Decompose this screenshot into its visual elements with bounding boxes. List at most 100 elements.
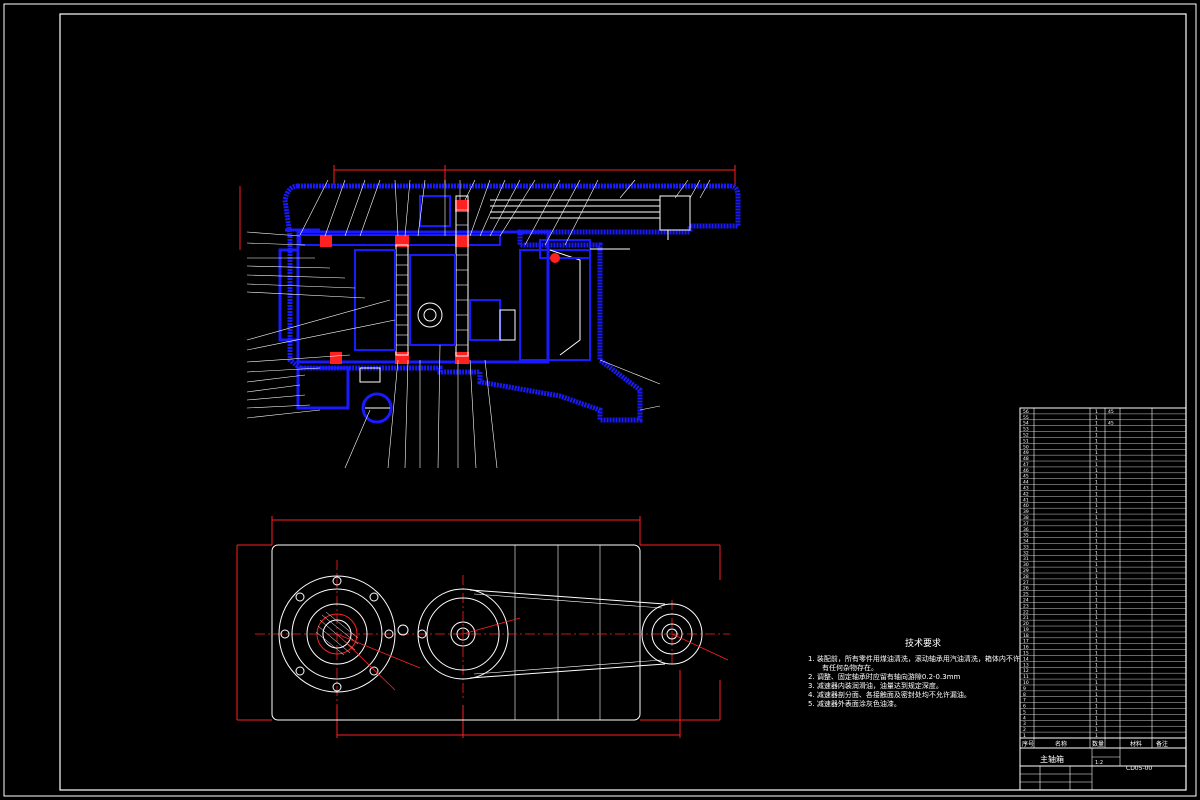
parts-row-qty: 1 bbox=[1095, 521, 1098, 527]
parts-row-material: 45 bbox=[1108, 409, 1114, 415]
parts-row-index: 30 bbox=[1023, 562, 1029, 568]
parts-row-index: 7 bbox=[1023, 698, 1026, 704]
parts-row-index: 25 bbox=[1023, 592, 1029, 598]
parts-row-qty: 1 bbox=[1095, 491, 1098, 497]
parts-row-index: 38 bbox=[1023, 515, 1029, 521]
parts-row-index: 11 bbox=[1023, 674, 1029, 680]
parts-row-index: 6 bbox=[1023, 704, 1026, 710]
parts-row-qty: 1 bbox=[1095, 704, 1098, 710]
parts-row-index: 22 bbox=[1023, 609, 1029, 615]
inner-frame bbox=[59, 13, 1187, 791]
parts-row-index: 32 bbox=[1023, 550, 1029, 556]
parts-row-qty: 1 bbox=[1095, 674, 1098, 680]
parts-row-qty: 1 bbox=[1095, 651, 1098, 657]
parts-row-qty: 1 bbox=[1095, 486, 1098, 492]
parts-row-qty: 1 bbox=[1095, 662, 1098, 668]
parts-row-index: 47 bbox=[1023, 462, 1029, 468]
parts-row-qty: 1 bbox=[1095, 680, 1098, 686]
parts-row-qty: 1 bbox=[1095, 568, 1098, 574]
section-view bbox=[239, 165, 741, 469]
parts-row-qty: 1 bbox=[1095, 438, 1098, 444]
parts-row-qty: 1 bbox=[1095, 527, 1098, 533]
parts-row-qty: 1 bbox=[1095, 586, 1098, 592]
parts-row-index: 15 bbox=[1023, 651, 1029, 657]
parts-row-qty: 1 bbox=[1095, 627, 1098, 633]
parts-row-qty: 1 bbox=[1095, 633, 1098, 639]
parts-row-qty: 1 bbox=[1095, 597, 1098, 603]
parts-row-index: 50 bbox=[1023, 444, 1029, 450]
parts-row-qty: 1 bbox=[1095, 480, 1098, 486]
parts-row-index: 28 bbox=[1023, 574, 1029, 580]
parts-row-qty: 1 bbox=[1095, 444, 1098, 450]
parts-row-index: 13 bbox=[1023, 662, 1029, 668]
parts-row-qty: 1 bbox=[1095, 715, 1098, 721]
header-remark: 备注 bbox=[1156, 740, 1168, 748]
outer-frame bbox=[3, 3, 1197, 797]
parts-row-qty: 1 bbox=[1095, 544, 1098, 550]
parts-row-index: 29 bbox=[1023, 568, 1029, 574]
parts-row-qty: 1 bbox=[1095, 621, 1098, 627]
parts-row-index: 53 bbox=[1023, 427, 1029, 433]
parts-row-qty: 1 bbox=[1095, 515, 1098, 521]
requirement-line: 5. 减速器外表面涂灰色油漆。 bbox=[808, 700, 901, 708]
parts-row-qty: 1 bbox=[1095, 497, 1098, 503]
parts-row-qty: 1 bbox=[1095, 709, 1098, 715]
drawing-scale: 1:2 bbox=[1095, 760, 1103, 766]
parts-row-qty: 1 bbox=[1095, 615, 1098, 621]
parts-row-index: 20 bbox=[1023, 621, 1029, 627]
parts-row-qty: 1 bbox=[1095, 509, 1098, 515]
technical-requirements: 技术要求 1. 装配前，所有零件用煤油清洗，滚动轴承用汽油清洗，箱体内不许 有任… bbox=[808, 639, 1020, 709]
requirement-line: 有任何杂物存在。 bbox=[822, 664, 878, 672]
parts-row-index: 31 bbox=[1023, 556, 1029, 562]
parts-row-index: 34 bbox=[1023, 539, 1029, 545]
parts-row-index: 27 bbox=[1023, 580, 1029, 586]
parts-row-qty: 1 bbox=[1095, 562, 1098, 568]
requirement-line: 1. 装配前，所有零件用煤油清洗，滚动轴承用汽油清洗，箱体内不许 bbox=[808, 655, 1020, 663]
parts-row-qty: 1 bbox=[1095, 733, 1098, 739]
parts-row-index: 51 bbox=[1023, 438, 1029, 444]
parts-row-qty: 1 bbox=[1095, 656, 1098, 662]
parts-row-index: 3 bbox=[1023, 721, 1026, 727]
parts-row-index: 37 bbox=[1023, 521, 1029, 527]
parts-row-index: 21 bbox=[1023, 615, 1029, 621]
parts-row-qty: 1 bbox=[1095, 580, 1098, 586]
parts-row-qty: 1 bbox=[1095, 539, 1098, 545]
parts-row-qty: 1 bbox=[1095, 698, 1098, 704]
drawing-name: 主轴箱 bbox=[1040, 754, 1064, 764]
parts-row-index: 16 bbox=[1023, 645, 1029, 651]
parts-row-material: 45 bbox=[1108, 421, 1114, 427]
parts-row-index: 5 bbox=[1023, 709, 1026, 715]
header-name: 名称 bbox=[1055, 740, 1067, 748]
parts-row-qty: 1 bbox=[1095, 639, 1098, 645]
parts-row-index: 26 bbox=[1023, 586, 1029, 592]
parts-row-index: 40 bbox=[1023, 503, 1029, 509]
parts-row-qty: 1 bbox=[1095, 603, 1098, 609]
parts-row-qty: 1 bbox=[1095, 474, 1098, 480]
parts-row-index: 14 bbox=[1023, 656, 1029, 662]
parts-row-qty: 1 bbox=[1095, 550, 1098, 556]
parts-row-index: 39 bbox=[1023, 509, 1029, 515]
header-index: 序号 bbox=[1022, 740, 1034, 748]
parts-row-qty: 1 bbox=[1095, 668, 1098, 674]
parts-row-index: 18 bbox=[1023, 633, 1029, 639]
parts-row-qty: 1 bbox=[1095, 462, 1098, 468]
technical-requirements-title: 技术要求 bbox=[904, 639, 941, 649]
parts-row-qty: 1 bbox=[1095, 645, 1098, 651]
parts-row-qty: 1 bbox=[1095, 415, 1098, 421]
parts-row-qty: 1 bbox=[1095, 692, 1098, 698]
parts-row-index: 24 bbox=[1023, 597, 1029, 603]
parts-row-index: 8 bbox=[1023, 692, 1026, 698]
parts-row-index: 56 bbox=[1023, 409, 1029, 415]
parts-row-index: 19 bbox=[1023, 627, 1029, 633]
parts-row-index: 33 bbox=[1023, 544, 1029, 550]
parts-row-index: 49 bbox=[1023, 450, 1029, 456]
parts-row-qty: 1 bbox=[1095, 450, 1098, 456]
requirement-line: 4. 减速器剖分面、各接触面及密封处均不允许漏油。 bbox=[808, 691, 971, 699]
header-material: 材料 bbox=[1130, 740, 1142, 748]
parts-row-index: 48 bbox=[1023, 456, 1029, 462]
parts-row-qty: 1 bbox=[1095, 721, 1098, 727]
parts-row-index: 43 bbox=[1023, 486, 1029, 492]
parts-row-index: 44 bbox=[1023, 480, 1029, 486]
parts-row-index: 55 bbox=[1023, 415, 1029, 421]
